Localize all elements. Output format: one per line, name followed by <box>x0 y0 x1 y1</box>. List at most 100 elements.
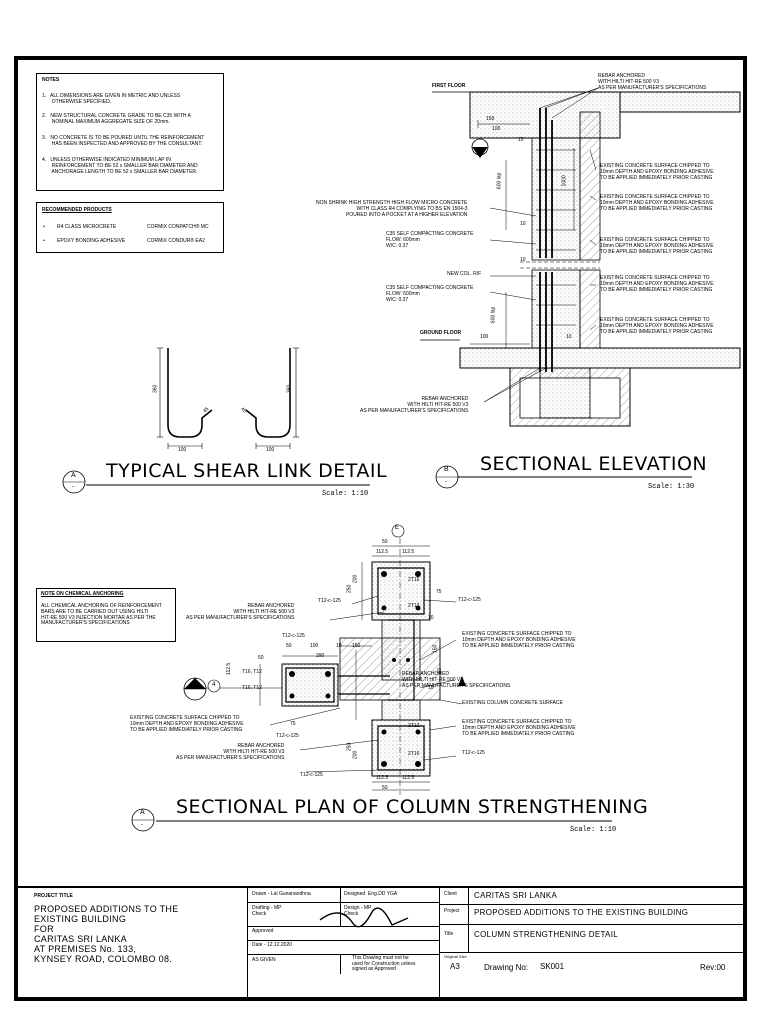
detail-b-scale: Scale: 1:30 <box>648 483 695 491</box>
chem-note-heading: NOTE ON CHEMICAL ANCHORING <box>41 591 124 597</box>
label-chipped-surface: EXISTING CONCRETE SURFACE CHIPPED TO 10m… <box>600 163 714 181</box>
dim-link-height: 360 <box>286 384 293 394</box>
dim: 150 <box>352 643 361 649</box>
dim-link-width: 100 <box>266 447 275 453</box>
shear-link-drawing <box>167 348 291 438</box>
drawing-date: Date - 12.12.2020 <box>252 942 293 948</box>
dim: 100 <box>480 334 489 340</box>
label-chipped-surface: EXISTING CONCRETE SURFACE CHIPPED TO 10m… <box>600 237 714 255</box>
dim: 10 <box>336 643 342 649</box>
title-block: PROJECT TITLE PROPOSED ADDITIONS TO THE … <box>18 886 743 997</box>
product-brand: CORMIX CONPATCH® MC <box>147 224 209 230</box>
bar-label: T12-c-125 <box>458 597 481 603</box>
dim: 250 <box>346 584 353 594</box>
product-brand: CORMIX CONDUR® EA2 <box>147 238 205 244</box>
project-label: Project <box>444 908 460 914</box>
label-chipped-surface: EXISTING CONCRETE SURFACE CHIPPED TO 10m… <box>462 719 576 737</box>
sheet-border <box>14 56 747 1001</box>
drawing-title: COLUMN STRENGTHENING DETAIL <box>474 930 618 939</box>
client-label: Client <box>444 891 457 897</box>
dim: 150 <box>486 116 495 122</box>
client-name: CARITAS SRI LANKA <box>474 891 558 900</box>
bar-label: T16, T12 <box>242 669 262 675</box>
detail-a-marker-sub: - <box>72 484 74 490</box>
approval-signature <box>319 907 409 928</box>
dim: 112.5 <box>402 549 415 555</box>
bar-label: 2T16 <box>408 751 420 757</box>
label-chipped-surface: EXISTING CONCRETE SURFACE CHIPPED TO 10m… <box>600 194 714 212</box>
dim: 10 <box>428 685 434 691</box>
dim: 112.5 <box>226 662 233 675</box>
label-rebar-anchored: REBAR ANCHORED WITH HILTI HIT-RE 500 V3 … <box>176 743 285 761</box>
detail-b-title: SECTIONAL ELEVATION <box>480 453 708 475</box>
bar-label: T12-c-125 <box>282 633 305 639</box>
detail-a-marker: A <box>71 472 76 479</box>
construction-disclaimer: This Drawing must not be used for Constr… <box>352 955 416 972</box>
note-4: 4. UNLESS OTHERWISE INDICATED MINIMUM LA… <box>42 157 198 175</box>
revision: Rev:00 <box>700 963 726 972</box>
dim: 100 <box>492 126 501 132</box>
dim: 50 <box>382 539 388 545</box>
dim: 112.5 <box>402 775 415 781</box>
notes-box: NOTES 1. ALL DIMENSIONS ARE GIVEN IN MET… <box>36 73 224 191</box>
bar-label: 2T12 <box>408 603 420 609</box>
notes-heading: NOTES <box>42 77 60 83</box>
drawn-by: Drawn - Lal Gunanandhna <box>252 891 311 897</box>
label-new-col-rf: NEW COL. R/F <box>447 271 482 277</box>
detail-a-scale: Scale: 1:10 <box>322 490 369 498</box>
dim: 112.5 <box>376 775 389 781</box>
dim: 75 <box>436 589 442 595</box>
section-marker-num: 4 <box>212 682 216 688</box>
product-name: R4 CLASS MICROCRETE <box>57 224 117 230</box>
title-label: Title <box>444 931 454 937</box>
detail-c-marker: A <box>140 809 145 816</box>
note-3: 3. NO CONCRETE IS TO BE POURED UNTIL THE… <box>42 135 205 147</box>
detail-c-scale: Scale: 1:10 <box>570 826 617 834</box>
label-existing-column: EXISTING COLUMN CONCRETE SURFACE <box>462 700 563 706</box>
dim: 10 <box>428 615 434 621</box>
chemical-anchoring-note: NOTE ON CHEMICAL ANCHORING ALL CHEMICAL … <box>36 588 176 642</box>
project-title: PROPOSED ADDITIONS TO THE EXISTING BUILD… <box>34 904 179 965</box>
note-1: 1. ALL DIMENSIONS ARE GIVEN IN METRIC AN… <box>42 93 181 105</box>
dim: 10 <box>520 257 526 263</box>
dim: 50 <box>286 643 292 649</box>
designed-by: Designed Eng.DD YGA <box>344 891 398 897</box>
dim: 1000 <box>561 175 568 187</box>
dim-link-height: 360 <box>152 384 159 394</box>
bar-label: T16, T12 <box>242 685 262 691</box>
as-given: AS GIVEN <box>252 957 276 963</box>
dim: 10 <box>518 137 524 143</box>
product-name: EPOXY BONDING ADHESIVE <box>57 238 126 244</box>
bar-label: T12-c-125 <box>276 733 299 739</box>
label-ground-floor: GROUND FLOOR <box>420 330 462 336</box>
label-chipped-surface: EXISTING CONCRETE SURFACE CHIPPED TO 10m… <box>462 631 576 649</box>
original-size: A3 <box>450 962 460 971</box>
dim: 50 <box>258 655 264 661</box>
dim: 600 lap <box>490 306 497 324</box>
sectional-elevation-drawing <box>420 87 741 427</box>
detail-a-title: TYPICAL SHEAR LINK DETAIL <box>106 460 388 482</box>
label-chipped-surface: EXISTING CONCRETE SURFACE CHIPPED TO 10m… <box>600 317 714 335</box>
column-plan-drawing <box>183 524 466 795</box>
detail-c-title: SECTIONAL PLAN OF COLUMN STRENGTHENING <box>176 796 649 818</box>
original-size-label: Original Size <box>444 954 467 959</box>
label-non-shrink-concrete: NON SHRINK HIGH STRENGTH HIGH FLOW MICRO… <box>316 200 468 218</box>
drafting-check: Drafting - MP Check <box>252 905 282 917</box>
detail-c-marker-sub: - <box>141 822 143 828</box>
dim: 10 <box>520 221 526 227</box>
bar-label: T12-c-125 <box>318 598 341 604</box>
products-box: RECOMMENDED PRODUCTS • R4 CLASS MICROCRE… <box>36 202 224 253</box>
dim: 150 <box>432 644 439 654</box>
product-bullet: • <box>43 238 45 244</box>
dim: 100 <box>310 643 319 649</box>
detail-b-marker-sub: - <box>445 479 447 485</box>
bar-label: T12-c-125 <box>462 750 485 756</box>
label-chipped-surface: EXISTING CONCRETE SURFACE CHIPPED TO 10m… <box>600 275 714 293</box>
dim: 200 <box>352 574 359 584</box>
dim: 10 <box>566 334 572 340</box>
drawing-no: SK001 <box>540 962 565 971</box>
dim: 200 <box>352 750 359 760</box>
project-title-label: PROJECT TITLE <box>34 893 73 899</box>
